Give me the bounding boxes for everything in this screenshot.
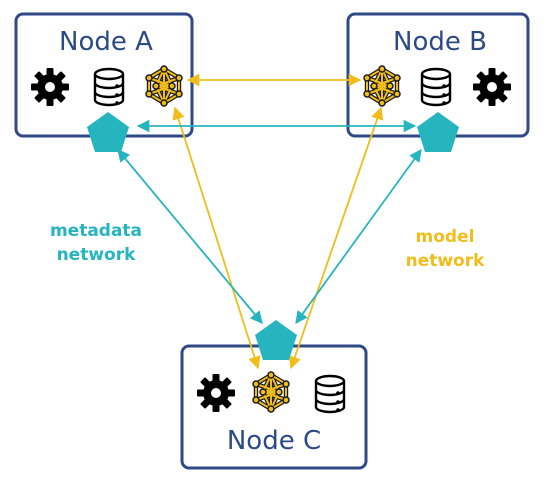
model-network-label-line1: model — [416, 227, 475, 247]
metadata-network-label-line2: network — [57, 245, 137, 265]
model-network-label-line2: network — [406, 251, 486, 271]
gear-icon — [473, 68, 511, 106]
model-link-a-c — [172, 106, 261, 370]
node-c-title: Node C — [227, 426, 321, 456]
metadata-link-a-c — [117, 149, 263, 324]
node-a-title: Node A — [59, 27, 153, 57]
node-b-title: Node B — [393, 27, 487, 57]
metadata-link-b-c — [295, 148, 422, 325]
gear-icon — [31, 68, 69, 106]
gear-icon — [197, 374, 235, 412]
metadata-network-label-line1: metadata — [50, 221, 142, 241]
pentagon-icon — [255, 320, 297, 360]
model-link-b-c — [288, 106, 384, 370]
